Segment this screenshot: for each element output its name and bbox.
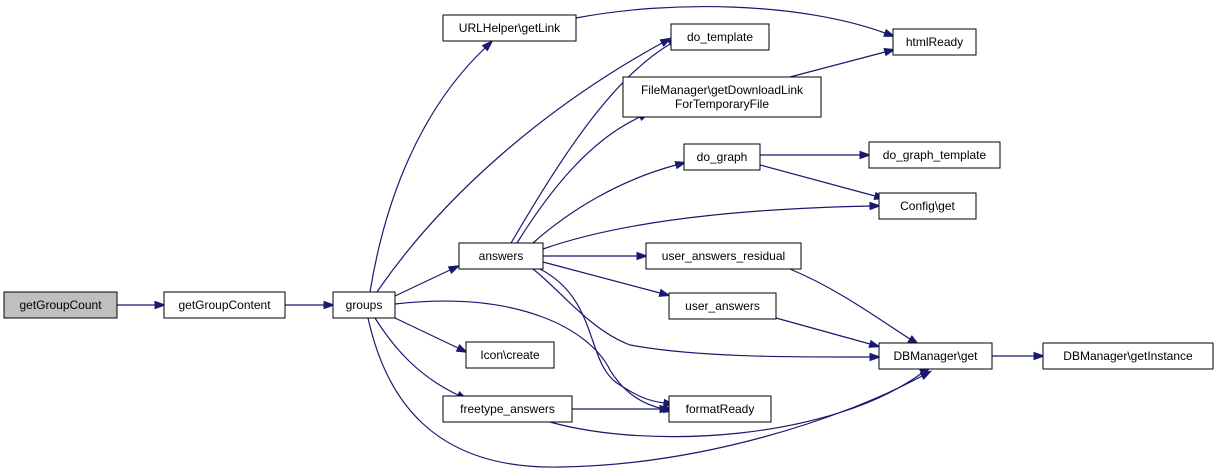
edge-answers-to-do_template (510, 38, 680, 244)
node-getGroupContent[interactable]: getGroupContent (163, 291, 286, 319)
node-do-template[interactable]: do_template (670, 23, 770, 51)
node-htmlReady[interactable]: htmlReady (892, 28, 977, 56)
node-label: formatReady (686, 402, 755, 416)
node-label: user_answers (685, 299, 760, 313)
node-box (868, 141, 1001, 169)
node-label: Icon\create (480, 348, 540, 362)
node-label: do_graph_template (883, 148, 987, 162)
edge-groups-to-urlhelper (369, 40, 494, 293)
edge-answers-to-user_answers (542, 261, 672, 297)
edge-groups-to-icon_create (394, 317, 469, 353)
node-box (683, 143, 761, 171)
node-getGroupCount[interactable]: getGroupCount (3, 291, 118, 319)
node-groups[interactable]: groups (332, 291, 396, 319)
node-label: DBManager\getInstance (1063, 349, 1193, 363)
node-do-graph-template[interactable]: do_graph_template (868, 141, 1001, 169)
node-formatReady[interactable]: formatReady (668, 395, 772, 423)
nodes-layer: getGroupCount getGroupContent groups URLHel… (3, 14, 1214, 423)
node-box (458, 242, 544, 270)
edge-getGroupCount-to-getGroupContent (117, 300, 167, 310)
node-box (163, 291, 286, 319)
node-filemanager[interactable]: FileManager\getDownloadLinkForTemporaryF… (622, 76, 822, 118)
node-box (668, 395, 772, 423)
node-label: getGroupContent (178, 298, 271, 312)
node-label: user_answers_residual (662, 249, 785, 263)
edge-answers-to-config_get (542, 201, 882, 250)
node-box (670, 23, 770, 51)
edge-groups-to-do_template (376, 37, 673, 293)
node-label: do_template (687, 30, 753, 44)
node-label: getGroupCount (19, 298, 102, 312)
node-answers[interactable]: answers (458, 242, 544, 270)
node-dbmanager-getinstance[interactable]: DBManager\getInstance (1042, 342, 1214, 370)
node-box (878, 192, 977, 220)
edge-dbmanager_get-to-dbmanager_getinstance (992, 351, 1046, 361)
edge-do_graph-to-config_get (759, 164, 887, 200)
node-freetype-answers[interactable]: freetype_answers (442, 395, 573, 423)
node-box (3, 291, 118, 319)
node-label-line2: ForTemporaryFile (675, 97, 769, 111)
node-label: FileManager\getDownloadLink (641, 83, 804, 97)
edge-answers-to-do_graph (532, 161, 688, 244)
edge-user_answers_residual-to-dbmanager_get (789, 268, 920, 346)
node-label: answers (479, 249, 524, 263)
node-box (442, 395, 573, 423)
node-box (1042, 342, 1214, 370)
node-dbmanager-get[interactable]: DBManager\get (878, 342, 993, 370)
node-user-answers-residual[interactable]: user_answers_residual (645, 242, 802, 270)
node-box (442, 14, 577, 42)
node-label: groups (346, 298, 383, 312)
node-box (465, 341, 555, 369)
node-user-answers[interactable]: user_answers (668, 292, 777, 320)
node-box (878, 342, 993, 370)
edge-filemanager-to-htmlReady (789, 48, 897, 78)
edge-groups-to-answers (394, 265, 461, 297)
edge-answers-to-filemanager (516, 112, 651, 244)
node-box (332, 291, 396, 319)
edge-getGroupContent-to-groups (285, 300, 336, 310)
node-label: Config\get (900, 199, 955, 213)
edges-layer (117, 6, 1046, 468)
node-box (668, 292, 777, 320)
node-box (622, 76, 822, 118)
edge-urlhelper-to-htmlReady (575, 6, 896, 37)
node-label: do_graph (697, 150, 748, 164)
edge-do_graph-to-do_graph_template (760, 150, 872, 160)
node-label: htmlReady (906, 35, 963, 49)
edge-answers-to-formatReady (539, 268, 676, 408)
node-label: DBManager\get (893, 349, 978, 363)
node-label: URLHelper\getLink (459, 21, 561, 35)
node-label: freetype_answers (460, 402, 555, 416)
edge-freetype_answers-to-formatReady (572, 404, 672, 414)
node-do-graph[interactable]: do_graph (683, 143, 761, 171)
edge-user_answers-to-dbmanager_get (775, 317, 882, 348)
edge-answers-to-dbmanager_get (532, 268, 882, 362)
node-config-get[interactable]: Config\get (878, 192, 977, 220)
node-icon-create[interactable]: Icon\create (465, 341, 555, 369)
node-urlhelper[interactable]: URLHelper\getLink (442, 14, 577, 42)
edge-answers-to-user_answers_residual (543, 251, 649, 261)
node-box (892, 28, 977, 56)
node-box (645, 242, 802, 270)
